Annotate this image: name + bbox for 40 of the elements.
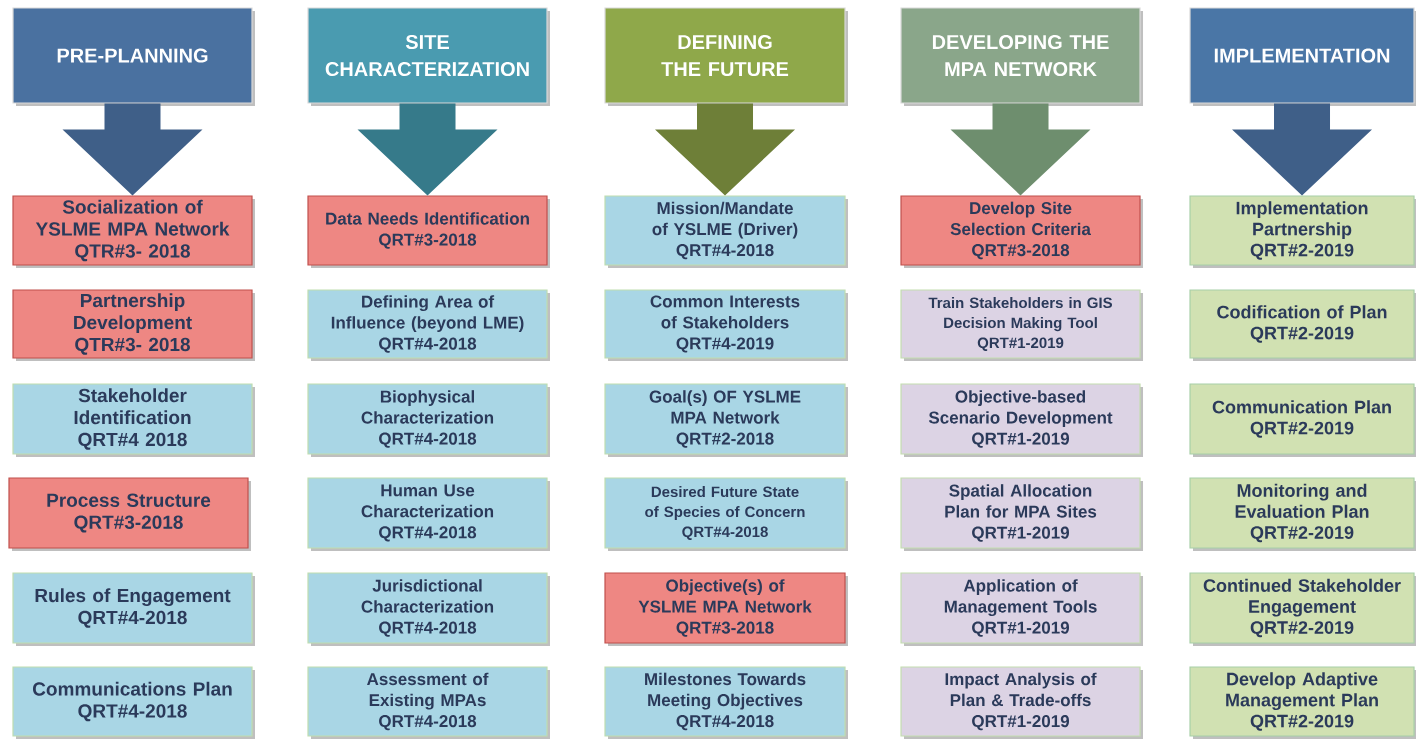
task-box: Milestones Towards Meeting Objectives QRT#4-2018 <box>604 666 848 739</box>
task-box: Mission/Mandate of YSLME (Driver) QRT#4-2018 <box>604 195 848 268</box>
block-arrow <box>950 103 1091 196</box>
block-arrow <box>62 103 203 196</box>
task-box: Application of Management Tools QRT#1-2019 <box>900 572 1143 646</box>
task-box: Rules of Engagement QRT#4-2018 <box>12 572 255 646</box>
header-box: DEFINING THE FUTURE <box>604 7 848 106</box>
header-box: SITE CHARACTERIZATION <box>307 7 550 106</box>
task-box: Partnership Development QTR#3- 2018 <box>12 289 255 361</box>
task-box: Impact Analysis of Plan & Trade-offs QRT#1-2019 <box>900 666 1143 739</box>
task-box: Spatial Allocation Plan for MPA Sites QRT#1-2019 <box>900 477 1143 551</box>
header-box: PRE-PLANNING <box>12 7 255 106</box>
task-box: Defining Area of Influence (beyond LME) QRT#4-2018 <box>307 289 550 361</box>
header-box: DEVELOPING THE MPA NETWORK <box>900 7 1143 106</box>
task-box: Develop Adaptive Management Plan QRT#2-2019 <box>1189 666 1416 739</box>
header-box: IMPLEMENTATION <box>1189 7 1416 106</box>
task-box: Process Structure QRT#3-2018 <box>8 477 251 551</box>
task-box: Communication Plan QRT#2-2019 <box>1189 383 1416 457</box>
task-box: Train Stakeholders in GIS Decision Making Tool QRT#1-2019 <box>900 289 1143 361</box>
task-box: Codification of Plan QRT#2-2019 <box>1189 289 1416 361</box>
task-box: Objective(s) of YSLME MPA Network QRT#3-2018 <box>604 572 848 646</box>
block-arrow <box>357 103 498 196</box>
block-arrow <box>1232 103 1372 196</box>
task-box: Desired Future State of Species of Concern QRT#4-2018 <box>604 477 848 551</box>
task-box: Human Use Characterization QRT#4-2018 <box>307 477 550 551</box>
task-box: Objective-based Scenario Development QRT#1-2019 <box>900 383 1143 457</box>
task-box: Implementation Partnership QRT#2-2019 <box>1189 195 1416 268</box>
task-box: Assessment of Existing MPAs QRT#4-2018 <box>307 666 550 739</box>
task-box: Common Interests of Stakeholders QRT#4-2019 <box>604 289 848 361</box>
task-box: Data Needs Identification QRT#3-2018 <box>307 195 550 268</box>
task-box: Stakeholder Identification QRT#4 2018 <box>12 383 255 457</box>
task-box: Communications Plan QRT#4-2018 <box>12 666 255 739</box>
task-box: Biophysical Characterization QRT#4-2018 <box>307 383 550 457</box>
block-arrow <box>655 103 795 196</box>
task-box: Goal(s) OF YSLME MPA Network QRT#2-2018 <box>604 383 848 457</box>
task-box: Continued Stakeholder Engagement QRT#2-2019 <box>1189 572 1416 646</box>
task-box: Monitoring and Evaluation Plan QRT#2-2019 <box>1189 477 1416 551</box>
task-box: Jurisdictional Characterization QRT#4-2018 <box>307 572 550 646</box>
task-box: Develop Site Selection Criteria QRT#3-2018 <box>900 195 1143 268</box>
task-box: Socialization of YSLME MPA Network QTR#3- 2018 <box>12 195 255 268</box>
